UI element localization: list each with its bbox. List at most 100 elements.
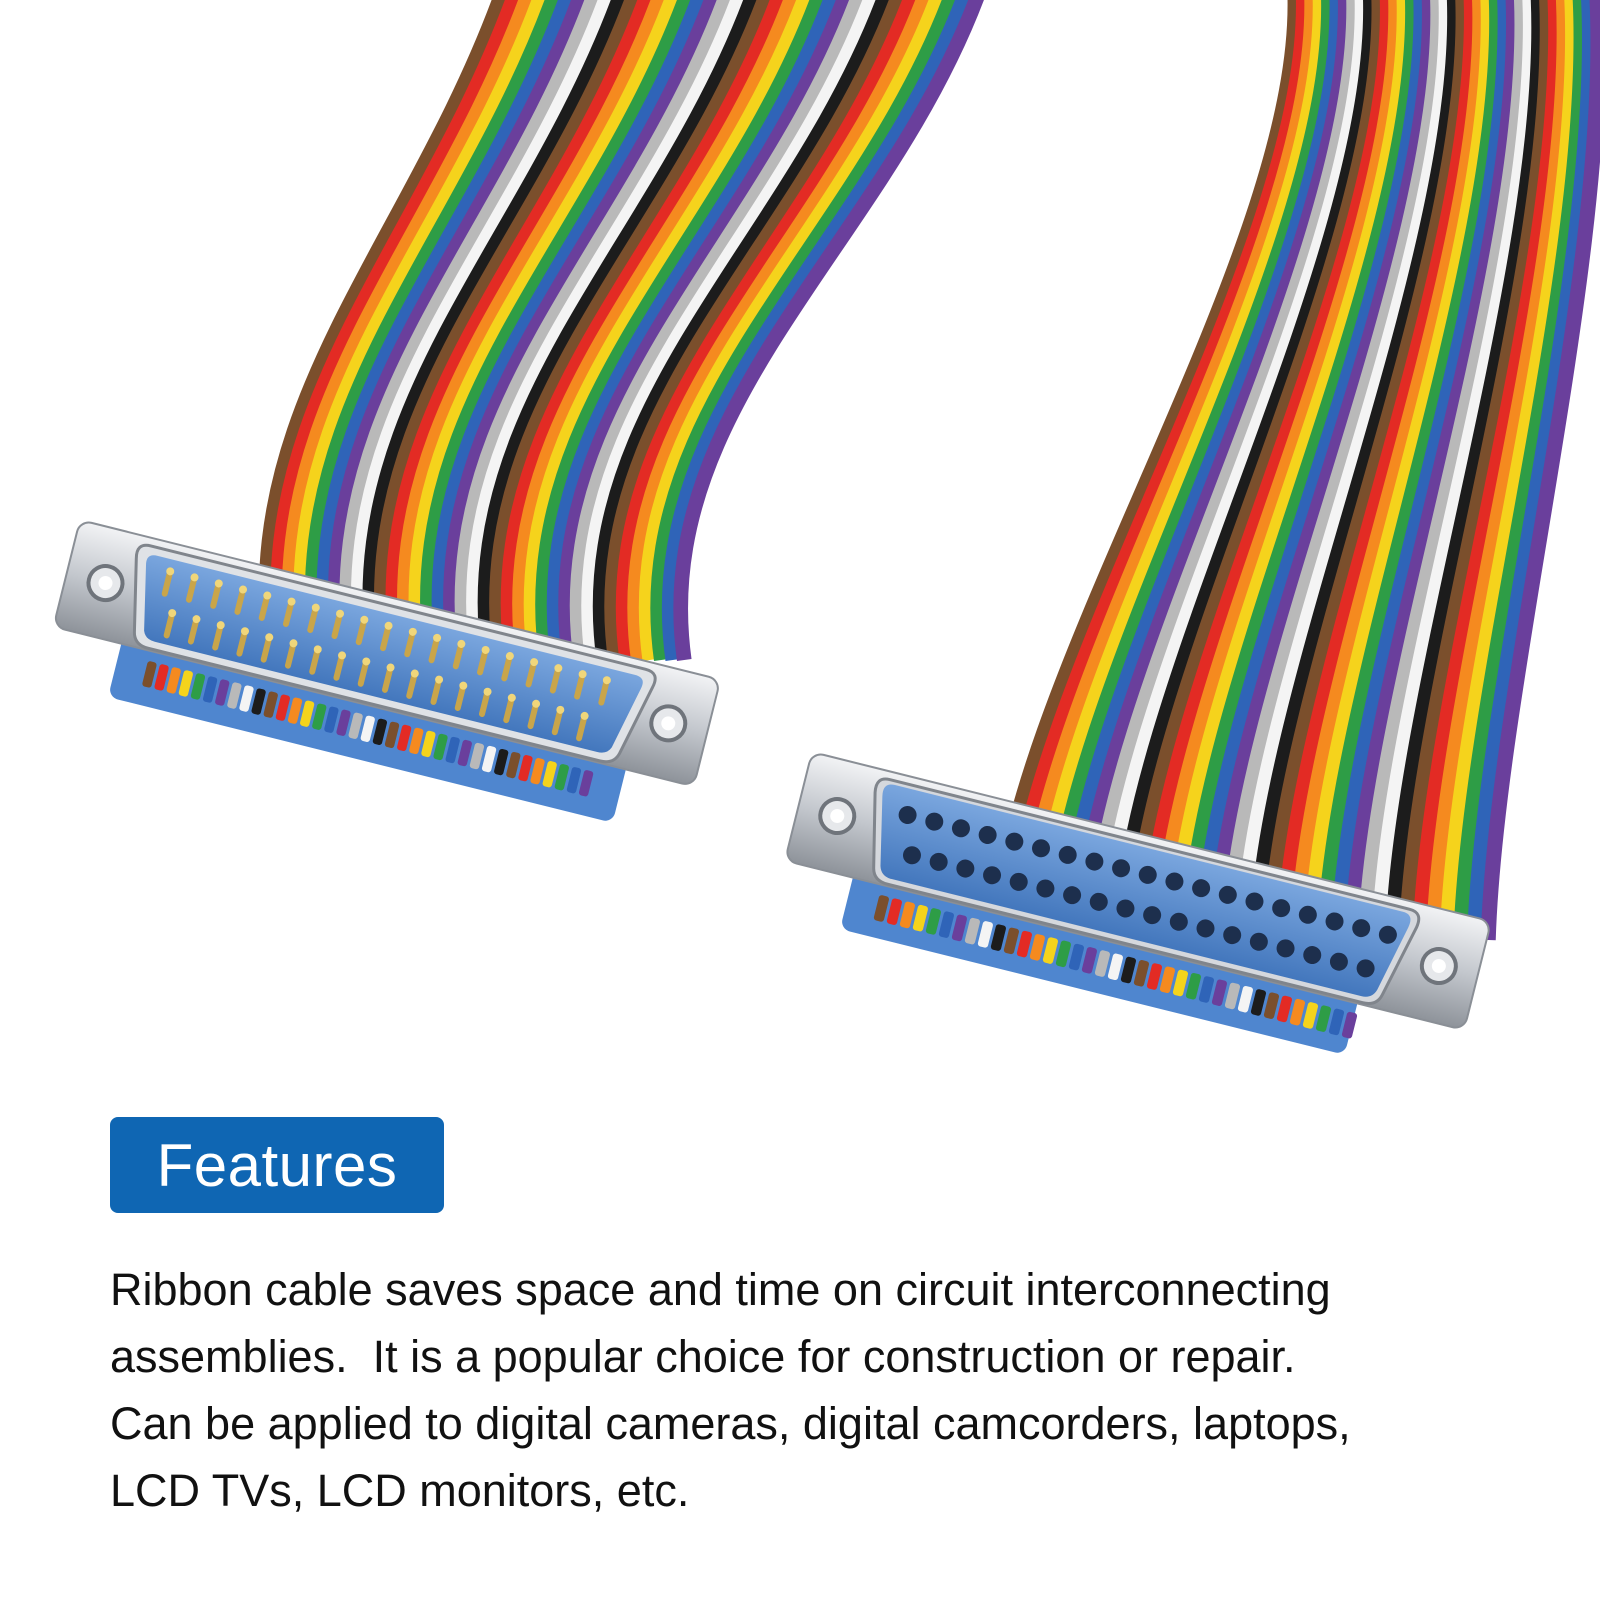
socket-hole	[1356, 959, 1375, 978]
wire-tooth	[227, 682, 242, 709]
pin	[210, 583, 222, 609]
wire-tooth	[1068, 943, 1084, 971]
wire-tooth	[1003, 927, 1019, 955]
pin	[236, 631, 248, 657]
wire-tooth	[372, 718, 388, 745]
wire-tooth	[287, 697, 303, 724]
pin	[479, 691, 490, 718]
socket-hole	[1058, 845, 1077, 864]
ribbon-wire	[489, 0, 772, 662]
socket-hole	[898, 805, 917, 824]
wire-tooth	[912, 904, 928, 932]
wire-tooth	[1263, 992, 1280, 1019]
wire-tooth	[1107, 953, 1124, 981]
socket-hole	[1378, 925, 1397, 944]
socket-hole	[1032, 839, 1051, 858]
wire-tooth	[542, 761, 557, 788]
ribbon-wire	[1194, 0, 1429, 941]
pin	[355, 619, 367, 646]
socket-hole	[1303, 946, 1322, 965]
pin	[309, 649, 321, 675]
ribbon-wire	[1357, 0, 1530, 941]
wire-tooth	[202, 676, 218, 703]
pin	[163, 612, 175, 639]
socket-hole	[929, 852, 948, 871]
socket-hole	[1169, 912, 1188, 931]
connector-wire-strip	[142, 661, 594, 797]
socket-hole	[1112, 859, 1131, 878]
wire-tooth	[873, 895, 889, 922]
pin	[380, 625, 391, 652]
wire-tooth	[336, 709, 351, 736]
product-photo	[54, 0, 1600, 1053]
ribbon-wire	[1125, 0, 1387, 941]
wire-tooth	[1211, 979, 1228, 1006]
wire-tooth	[964, 917, 980, 945]
wire-tooth	[263, 691, 278, 718]
wire-tooth	[951, 914, 967, 942]
pin	[357, 661, 369, 687]
wire-tooth	[1094, 950, 1111, 977]
wire-tooth	[166, 667, 181, 694]
ribbon-wire	[1453, 0, 1589, 941]
wire-tooth	[1341, 1011, 1358, 1039]
pin	[452, 643, 464, 670]
ribbon-wire	[1207, 0, 1437, 941]
socket-hole	[1085, 852, 1104, 871]
wire-tooth	[1172, 969, 1189, 997]
ribbon-wire	[1221, 0, 1446, 941]
wire-tooth	[1315, 1005, 1332, 1032]
ribbon-wire	[397, 0, 667, 662]
ribbon-wire	[1112, 0, 1379, 941]
wire-tooth	[1055, 940, 1071, 968]
ribbon-wire	[385, 0, 653, 662]
pin	[404, 631, 416, 658]
socket-hole	[1089, 892, 1108, 911]
ribbon-wire	[293, 0, 547, 662]
ribbon-wire	[1043, 0, 1337, 941]
wire-tooth	[938, 911, 954, 938]
wire-tooth	[421, 730, 436, 758]
pin	[501, 655, 513, 682]
socket-hole	[1165, 872, 1184, 891]
ribbon-wire	[374, 0, 640, 662]
socket-hole	[1009, 872, 1028, 891]
wire-tooth	[312, 703, 327, 730]
socket-hole	[1192, 879, 1211, 898]
wire-tooth	[324, 706, 339, 733]
ribbon-wire	[1071, 0, 1354, 941]
pin	[331, 613, 343, 640]
wire-tooth	[1133, 960, 1150, 987]
pin	[406, 673, 418, 699]
socket-hole	[1223, 926, 1242, 945]
wire-tooth	[1042, 937, 1058, 964]
ribbon-wire	[1344, 0, 1522, 941]
ribbon-wire	[1480, 0, 1600, 941]
wire-tooth	[1289, 998, 1306, 1026]
ribbon-wire	[258, 0, 508, 662]
socket-hole	[1063, 886, 1082, 905]
ribbon-wire	[1330, 0, 1513, 941]
ribbon-wire	[615, 0, 918, 662]
feature-description: Ribbon cable saves space and time on cir…	[110, 1256, 1530, 1524]
ribbon-wire	[1275, 0, 1479, 941]
ribbon-wire	[328, 0, 587, 662]
wire-tooth	[433, 733, 448, 761]
pin	[260, 637, 272, 663]
socket-hole	[1245, 892, 1264, 911]
ribbon-wire	[339, 0, 600, 662]
ribbon-wire	[362, 0, 627, 662]
ribbon-wire	[500, 0, 786, 662]
ribbon-wire	[1398, 0, 1555, 941]
ribbon-wire	[1439, 0, 1581, 941]
ribbon-wire	[408, 0, 680, 662]
ribbon-wire	[1303, 0, 1496, 941]
ribbon-wire	[581, 0, 878, 662]
ribbon-wire	[661, 0, 971, 662]
wire-tooth	[578, 770, 594, 797]
ribbon-wire	[638, 0, 945, 662]
ribbon-wire	[477, 0, 759, 662]
pin	[430, 679, 442, 705]
wire-tooth	[457, 739, 472, 767]
pin	[576, 715, 587, 742]
